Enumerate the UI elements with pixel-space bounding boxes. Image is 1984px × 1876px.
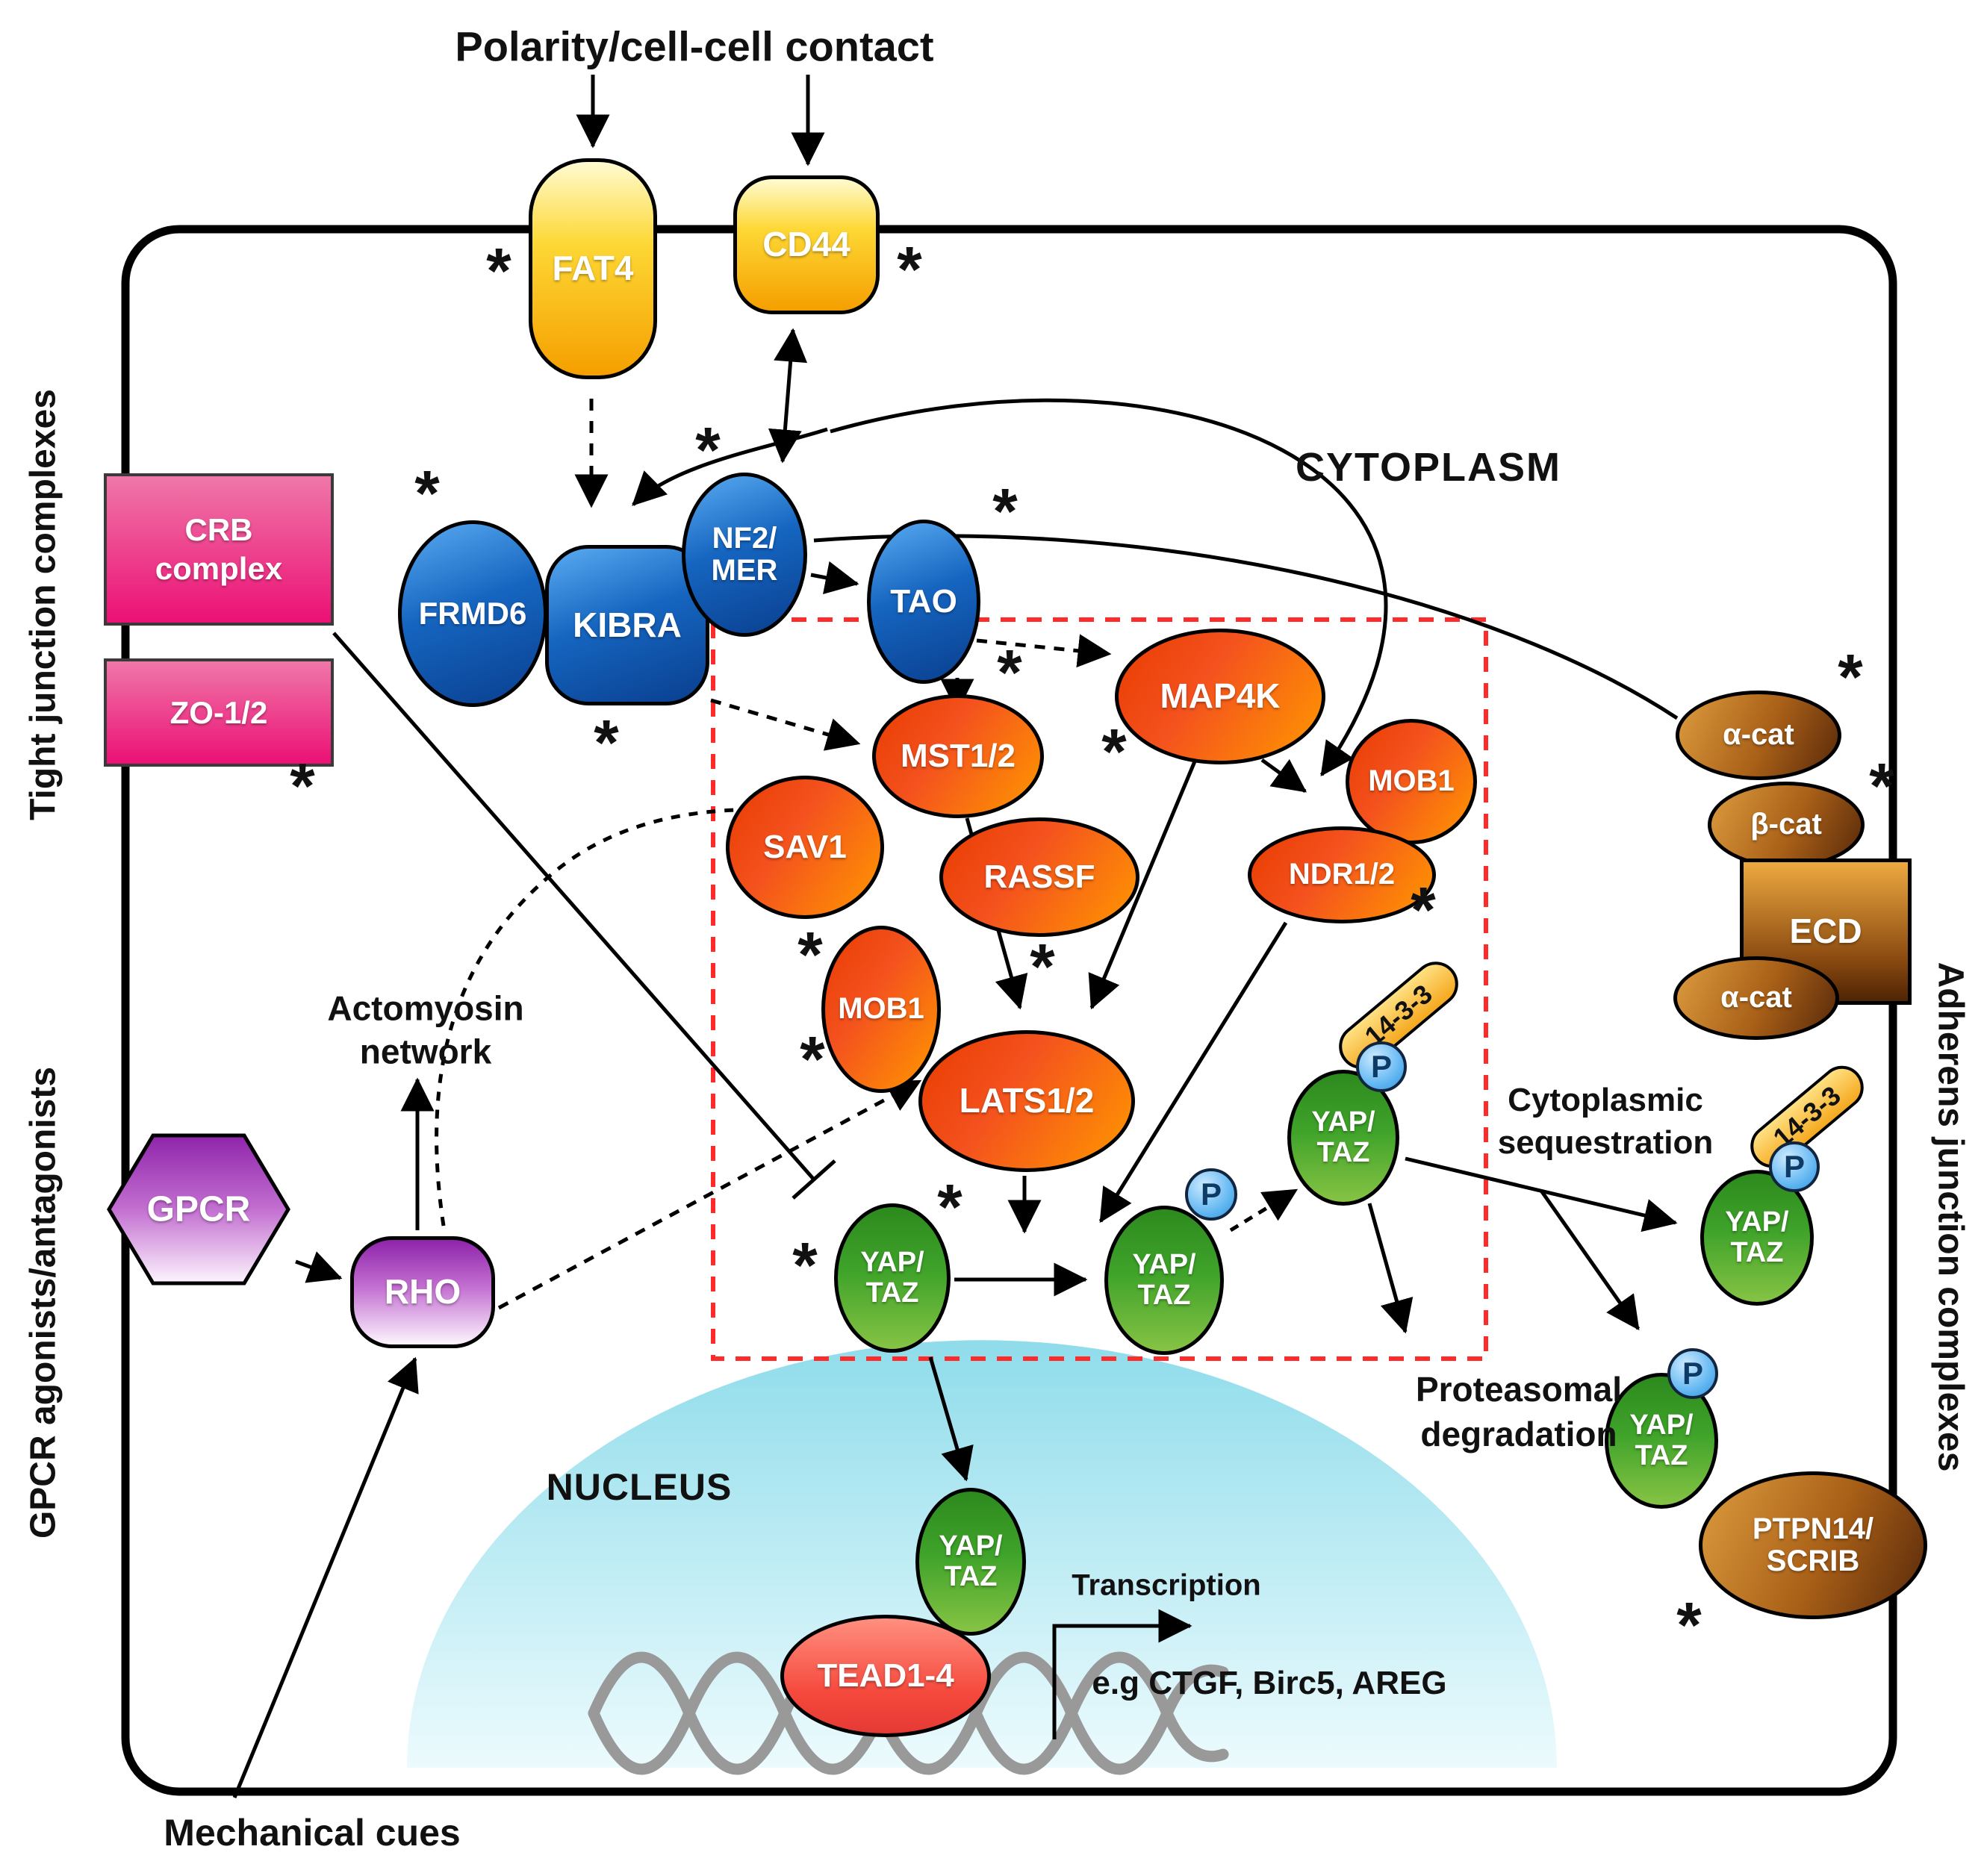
asterisk: * [594,707,619,779]
asterisk: * [897,234,922,306]
node-mst1-2: MST1/2 [872,694,1044,818]
asterisk: * [797,919,823,991]
arrow-tao-to-map4k-dashed [976,634,1112,668]
arrow-sequestration-to-right-yap [1405,1156,1678,1233]
node-alpha-catenin-lower: α-cat [1673,956,1839,1040]
diagram-title: Polarity/cell-cell contact [455,22,934,70]
asterisk: * [997,637,1022,709]
node-yap-taz-sequestered-junction: YAP/TAZ [1700,1170,1814,1306]
asterisk: * [800,1023,825,1096]
tight-junction-side-label: Tight junction complexes [23,389,63,820]
nucleus-label: NUCLEUS [546,1466,733,1508]
node-ndr1-2: NDR1/2 [1248,826,1436,923]
arrow-ndr-to-yap [1098,921,1288,1224]
gpcr-hexagon [107,1133,290,1286]
arrow-map4k-to-lats [1088,761,1197,1010]
inhibition-crb-to-yaptaz [332,632,815,1181]
asterisk: * [1676,1589,1702,1662]
node-yap-taz-14-3-3-complex: YAP/TAZ [1287,1070,1399,1206]
asterisk: * [1869,750,1894,823]
node-yap-taz-nuclear: YAP/TAZ [915,1488,1026,1636]
arrow-phosphoyap-to-complex-dashed [1229,1188,1299,1233]
arrow-transcription-promoter [1052,1609,1192,1739]
node-ptpn14-scrib: PTPN14/SCRIB [1699,1471,1927,1619]
inhibition-bar-yaptaz [792,1159,836,1200]
asterisk: * [486,235,511,308]
node-tao: TAO [867,520,980,684]
target-genes-label: e.g CTGF, Birc5, AREG [1092,1665,1447,1701]
inhibition-rho-to-mst-dashed [435,807,801,1227]
arrow-nf2-to-tao [810,561,859,595]
node-fat4-receptor: FAT4 [529,158,657,379]
arrow-mechanical-to-rho [232,1356,419,1798]
arrow-sequestration-to-lower-yap [1539,1189,1641,1331]
adherens-junction-side-label: Adherens junction complexes [1930,962,1971,1472]
node-rassf: RASSF [939,817,1139,937]
arrow-cd44-to-ndr-mob-curved [830,398,1388,777]
node-map4k: MAP4K [1115,629,1325,764]
phospho-badge: P [1356,1041,1407,1092]
asterisk: * [290,750,315,823]
node-nf2-mer: NF2/MER [682,473,807,637]
asterisk: * [1101,716,1127,788]
arrow-yap-to-nucleus [928,1356,974,1482]
node-mob1-right: MOB1 [1346,719,1477,844]
phospho-badge: P [1185,1168,1237,1221]
arrow-gpcr-to-rho [295,1251,343,1283]
asterisk: * [1030,931,1055,1003]
asterisk: * [1838,641,1863,714]
asterisk: * [937,1171,963,1244]
node-zo-1-2: ZO-1/2 [104,658,334,767]
core-kinase-cassette-box [711,617,1488,1361]
cytoplasm-label: CYTOPLASM [1295,445,1562,490]
node-kibra: KIBRA [545,545,709,705]
asterisk: * [992,476,1018,548]
phospho-badge: P [1769,1141,1820,1192]
asterisk: * [695,414,721,487]
transcription-label: Transcription [1072,1568,1261,1602]
node-sav1: SAV1 [726,776,884,919]
asterisk: * [792,1230,818,1302]
asterisk: * [1411,874,1436,947]
arrow-yap-to-proteasome [1367,1203,1414,1334]
node-mob1-left: MOB1 [821,926,941,1093]
node-tead1-4: TEAD1-4 [780,1615,991,1737]
arrow-rho-to-lats-dashed [497,1079,922,1310]
line-nf2-to-alphacat [813,534,1679,720]
asterisk: * [414,458,440,530]
arrow-map4k-to-ndr [1260,758,1307,794]
gpcr-agonists-side-label: GPCR agonists/antagonists [23,1066,63,1539]
node-alpha-catenin-upper: α-cat [1676,691,1841,780]
arrow-kibra-to-mst-dashed [710,698,861,751]
node-lats1-2: LATS1/2 [918,1030,1135,1172]
node-gpcr-label: GPCR [146,1189,251,1230]
node-rho: RHO [350,1236,495,1348]
node-beta-catenin: β-cat [1708,782,1865,868]
node-cd44-receptor: CD44 [733,175,880,314]
node-yap-taz-active: YAP/TAZ [834,1203,951,1353]
node-yap-taz-phosphorylated: YAP/TAZ [1104,1206,1224,1355]
node-frmd6: FRMD6 [398,520,547,707]
arrow-cd44-nf2-bidirectional [768,328,808,464]
cell-membrane [121,225,1897,1796]
mechanical-cues-label: Mechanical cues [164,1812,461,1854]
arrow-cd44-to-kibra-curved [632,427,828,506]
phospho-badge: P [1667,1348,1718,1399]
